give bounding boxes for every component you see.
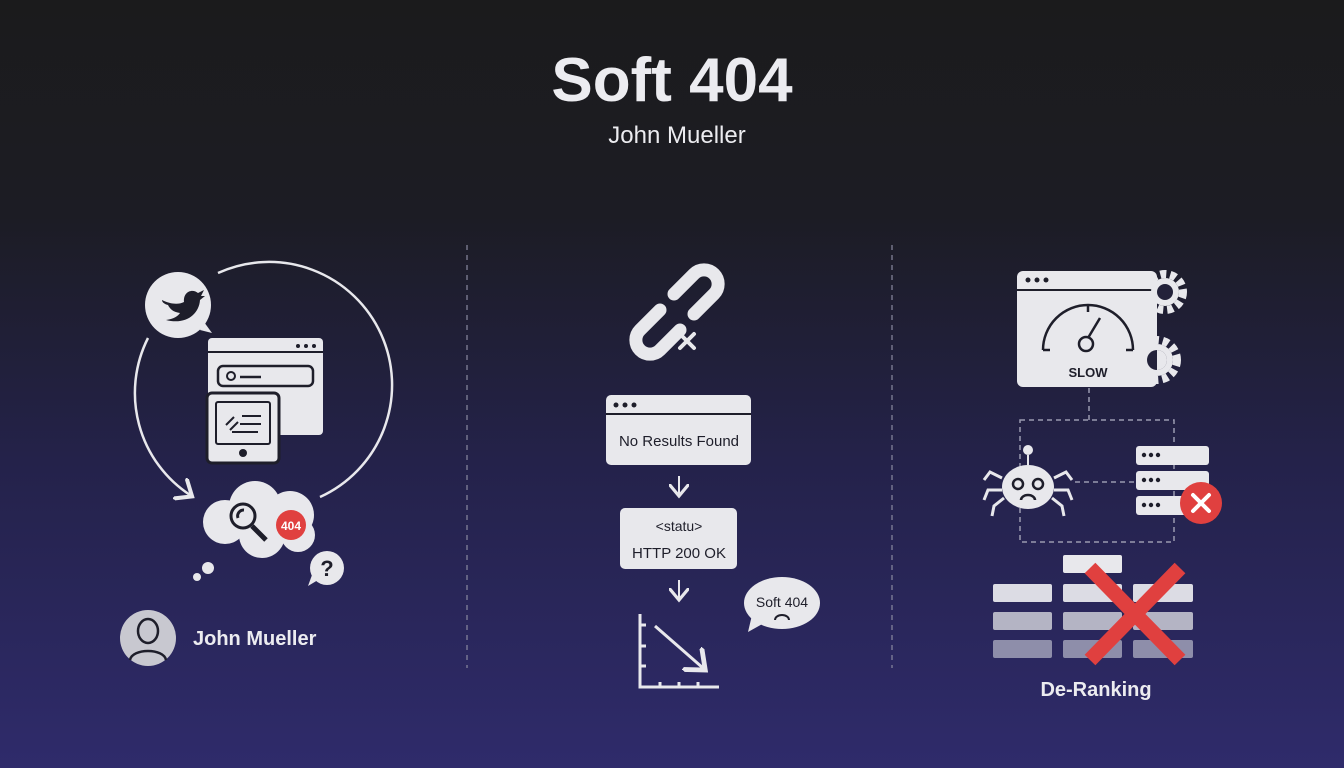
cycle-arrows-icon [133,260,394,497]
svg-text:?: ? [320,556,333,581]
svg-text:Soft 404: Soft 404 [756,594,808,610]
gear-icon [1133,336,1181,384]
question-bubble-icon: ? [308,551,344,586]
error-404-badge: 404 [276,510,306,540]
sad-crawler-spider-icon [982,445,1074,517]
tablet-icon [205,391,281,465]
magnifier-icon [229,502,268,542]
page-subtitle: John Mueller [608,122,745,149]
slow-page-window: SLOW [1017,271,1157,387]
slow-label: SLOW [1069,365,1109,380]
cross-mark-icon [1084,562,1186,666]
twitter-bird-icon [145,272,212,338]
broken-link-icon [629,263,725,361]
author-name: John Mueller [193,628,317,650]
no-results-page: No Results Found [606,395,751,465]
sad-face-icon [774,614,790,621]
no-results-text: No Results Found [619,433,739,450]
error-x-icon [1180,482,1222,524]
status-code: HTTP 200 OK [632,545,726,562]
gear-icon [1143,270,1187,314]
speedometer-icon [1041,303,1135,353]
declining-chart-icon [638,614,719,689]
svg-text:404: 404 [281,519,301,533]
de-ranking-caption: De-Ranking [1040,679,1151,701]
http-status-box: <statu> HTTP 200 OK [620,508,737,569]
avatar [120,610,176,666]
status-tag: <statu> [656,518,703,534]
soft-404-bubble: Soft 404 [744,577,820,632]
page-title: Soft 404 [551,46,793,115]
